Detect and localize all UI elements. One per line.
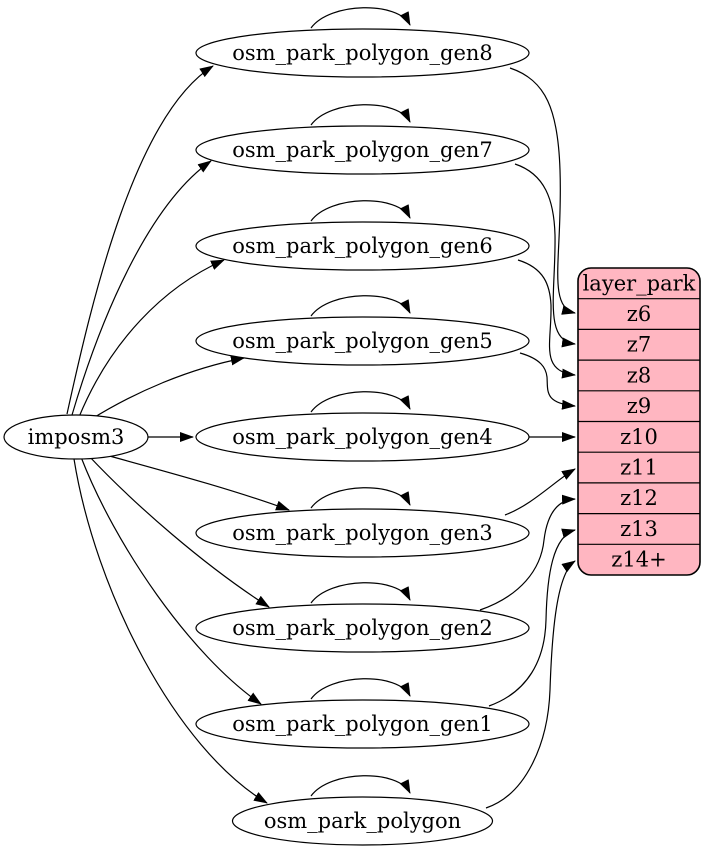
self-loop-gen2 [310,582,411,604]
layer-park-table: layer_park z6 z7 z8 z9 z10 z11 z12 z13 z… [577,267,701,576]
gen3-label: osm_park_polygon_gen3 [232,521,493,545]
edges-from-imposm3 [66,65,290,804]
node-gen1: osm_park_polygon_gen1 [195,699,530,749]
layer-row-z14plus: z14+ [611,548,666,572]
gen2-label: osm_park_polygon_gen2 [232,616,493,640]
layer-row-z12: z12 [620,486,658,510]
self-loop-gen1 [310,678,411,700]
node-gen3: osm_park_polygon_gen3 [195,508,530,558]
edge-gen6-z8 [517,259,576,379]
gen1-label: osm_park_polygon_gen1 [232,712,493,736]
edge-imposm3-polygon [73,458,268,804]
gen8-ellipse [195,28,530,78]
gen5-label: osm_park_polygon_gen5 [232,329,493,353]
gen1-ellipse [195,699,530,749]
node-polygon: osm_park_polygon [231,796,494,846]
edges-to-layer [479,67,576,809]
gen4-label: osm_park_polygon_gen4 [232,425,493,449]
layer-row-z10: z10 [620,425,658,449]
edge-imposm3-gen3 [94,451,290,511]
node-gen8: osm_park_polygon_gen8 [195,28,530,78]
polygon-ellipse [231,796,494,846]
self-loop-gen4 [310,391,411,413]
edge-imposm3-gen2 [87,454,270,608]
node-gen2: osm_park_polygon_gen2 [195,603,530,653]
edge-gen3-z11 [504,468,576,516]
self-loop-polygon [310,775,411,797]
node-imposm3: imposm3 [3,414,149,460]
layer-row-z6: z6 [627,302,651,326]
node-gen4: osm_park_polygon_gen4 [195,412,530,462]
node-gen7: osm_park_polygon_gen7 [195,125,530,175]
gen7-label: osm_park_polygon_gen7 [232,138,493,162]
edge-imposm3-gen6 [78,259,225,418]
self-loop-gen6 [310,200,411,222]
edge-imposm3-gen8 [66,65,214,415]
layer-row-z11: z11 [620,456,658,480]
edge-imposm3-gen1 [80,456,262,705]
edge-gen1-z13 [488,528,576,707]
edge-gen8-z6 [509,67,576,315]
layer-row-z7: z7 [627,333,651,357]
gen2-ellipse [195,603,530,653]
layer-row-z9: z9 [627,394,651,418]
self-loop-gen8 [310,7,411,29]
layer-row-z8: z8 [627,363,651,387]
edge-gen5-z9 [519,352,576,410]
imposm3-ellipse [3,414,149,460]
node-gen6: osm_park_polygon_gen6 [195,221,530,271]
edge-gen2-z12 [479,494,576,611]
self-loop-gen7 [310,104,411,126]
edge-gen7-z7 [514,163,576,348]
gen5-ellipse [195,316,530,366]
self-loop-gen5 [310,295,411,317]
edge-imposm3-gen7 [71,160,212,416]
gen3-ellipse [195,508,530,558]
self-loop-gen3 [310,487,411,509]
layer-park-title: layer_park [583,272,696,296]
gen6-label: osm_park_polygon_gen6 [232,234,493,258]
layer-row-z13: z13 [620,517,658,541]
polygon-label: osm_park_polygon [264,809,461,833]
imposm3-label: imposm3 [28,425,125,449]
node-gen5: osm_park_polygon_gen5 [195,316,530,366]
edge-imposm3-gen5 [89,355,245,421]
gen4-ellipse [195,412,530,462]
gen7-ellipse [195,125,530,175]
gen6-ellipse [195,221,530,271]
edge-polygon-z14plus [485,560,576,809]
self-loops [310,7,411,797]
gen8-label: osm_park_polygon_gen8 [232,41,493,65]
